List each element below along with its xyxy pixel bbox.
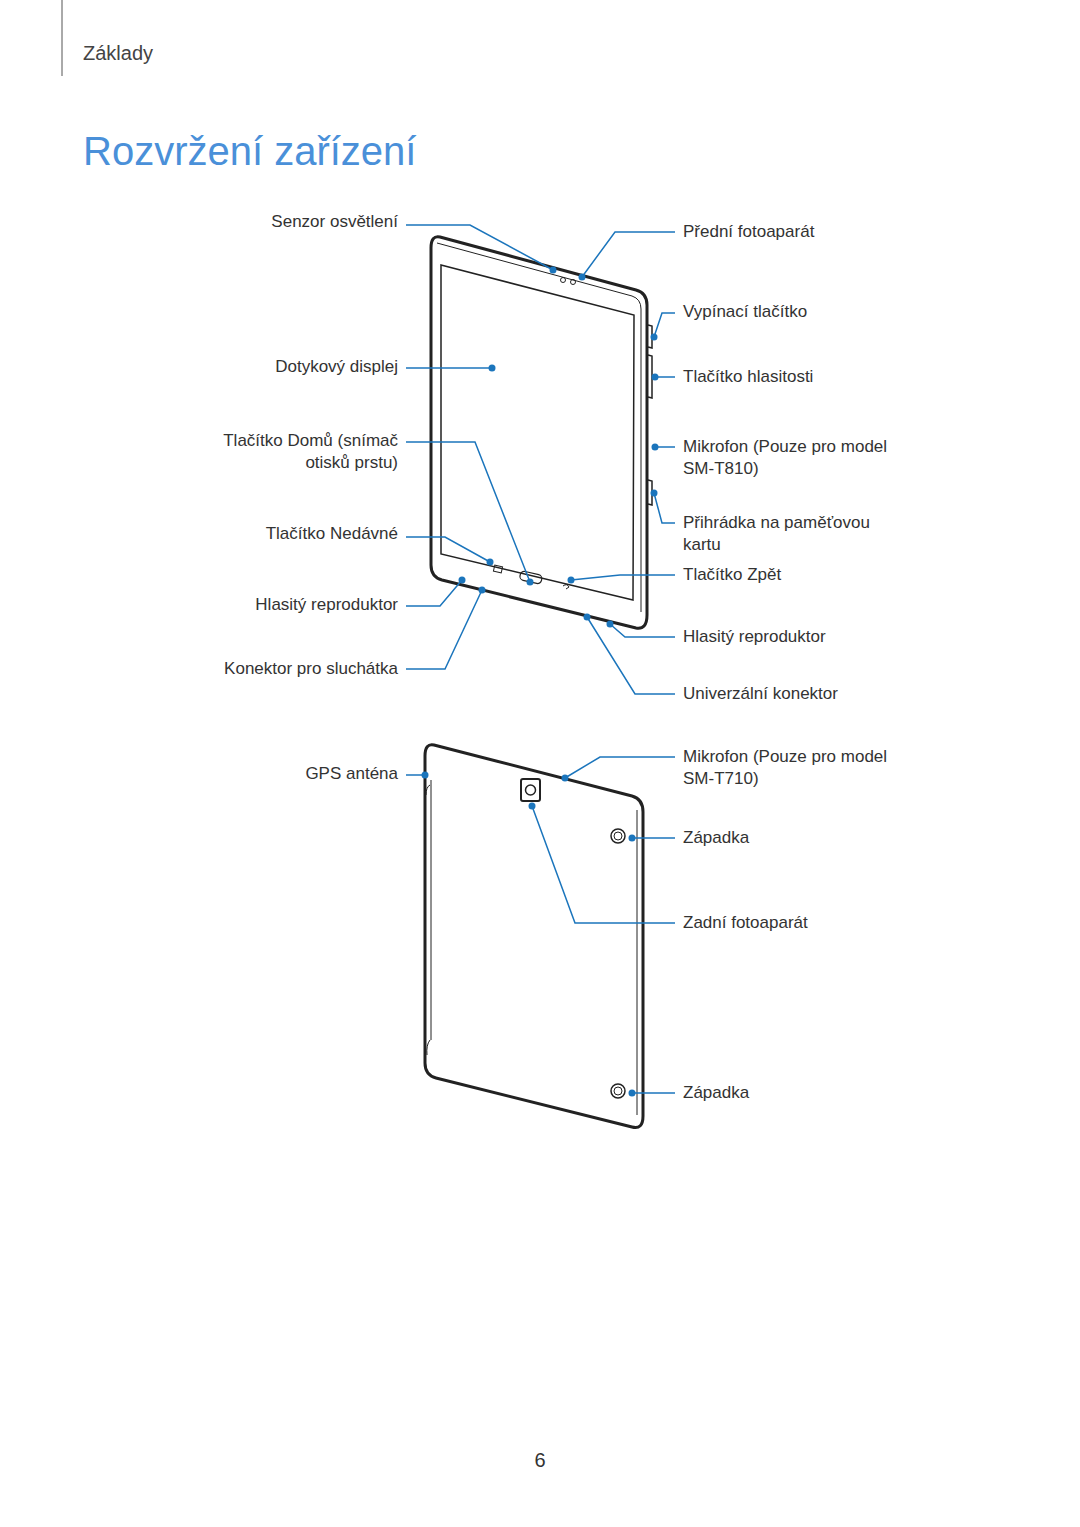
leader-dots xyxy=(422,267,659,1097)
tablet-front xyxy=(431,237,652,629)
part-label: Tlačítko hlasitosti xyxy=(683,366,813,388)
page-title: Rozvržení zařízení xyxy=(83,127,416,175)
part-label: GPS anténa xyxy=(305,763,398,785)
part-label: Vypínací tlačítko xyxy=(683,301,807,323)
section-header: Základy xyxy=(83,40,153,66)
part-label: Západka xyxy=(683,1082,749,1104)
part-label: Hlasitý reproduktor xyxy=(683,626,826,648)
header-rule xyxy=(62,0,63,76)
part-label: Dotykový displej xyxy=(275,356,398,378)
part-label: Univerzální konektor xyxy=(683,683,838,705)
part-label: Hlasitý reproduktor xyxy=(255,594,398,616)
part-label: Konektor pro sluchátka xyxy=(224,658,398,680)
tablet-back xyxy=(425,745,643,1128)
leader-lines xyxy=(406,225,675,1093)
part-label: Tlačítko Zpět xyxy=(683,564,781,586)
page-number: 6 xyxy=(534,1447,545,1473)
part-label: Tlačítko Domů (snímač otisků prstu) xyxy=(203,430,398,474)
part-label: Mikrofon (Pouze pro model SM-T710) xyxy=(683,746,908,790)
part-label: Přední fotoaparát xyxy=(683,221,814,243)
part-label: Tlačítko Nedávné xyxy=(266,523,398,545)
part-label: Přihrádka na paměťovou kartu xyxy=(683,512,888,556)
part-label: Mikrofon (Pouze pro model SM-T810) xyxy=(683,436,908,480)
part-label: Senzor osvětlení xyxy=(271,211,398,233)
part-label: Zadní fotoaparát xyxy=(683,912,808,934)
part-label: Západka xyxy=(683,827,749,849)
